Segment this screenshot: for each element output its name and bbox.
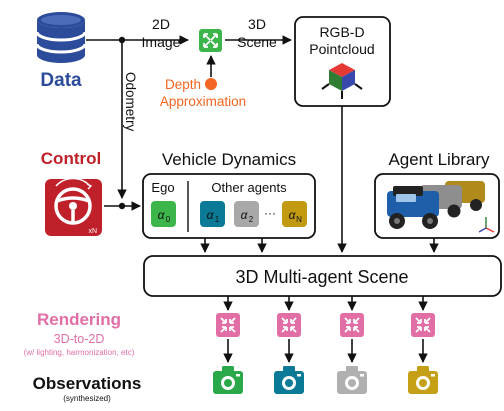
image-label-2d: 2D	[152, 16, 170, 32]
agent-token-1: α 1	[200, 201, 225, 227]
scene-box	[143, 255, 502, 297]
other-agents-label: Other agents	[211, 180, 287, 195]
green-transform-icon	[199, 29, 222, 52]
depth-label: Depth	[165, 77, 201, 92]
observations-subtitle: (synthesized)	[63, 394, 111, 403]
agent-token-2: α 2	[234, 201, 259, 227]
camera-icon	[408, 366, 438, 394]
approximation-label: Approximation	[160, 94, 246, 109]
ego-token-symbol: α	[158, 208, 166, 222]
render-transform-icon	[216, 313, 240, 337]
agent-library-title: Agent Library	[388, 150, 490, 169]
ego-token: α 0	[151, 201, 176, 227]
agent-token-sub: 2	[249, 215, 254, 224]
agent-ellipsis: ···	[264, 206, 276, 220]
vehicle-dynamics-box	[142, 173, 316, 239]
render-transform-icon	[340, 313, 364, 337]
rendering-note: (w/ lighting, harmonization, etc)	[24, 348, 135, 357]
pointcloud-label-rgbd: RGB-D	[319, 24, 364, 40]
observations-title: Observations	[33, 374, 142, 393]
depth-dot-icon	[205, 78, 217, 90]
pointcloud-label: Pointcloud	[309, 41, 374, 57]
rendering-title: Rendering	[37, 310, 121, 329]
jeep-icon	[387, 181, 485, 229]
ego-label: Ego	[151, 180, 174, 195]
agent-token-symbol: α	[207, 208, 215, 222]
scene-label-scene: Scene	[237, 34, 277, 50]
rendering-subtitle: 3D-to-2D	[54, 332, 105, 346]
agent-token-n: α N	[282, 201, 307, 227]
render-transform-icon	[277, 313, 301, 337]
scene-label-3d: 3D	[248, 16, 266, 32]
camera-icon	[213, 366, 243, 394]
agent-token-symbol: α	[241, 208, 249, 222]
control-junction	[118, 202, 126, 210]
image-label-image: Image	[142, 34, 181, 50]
axes-icon	[478, 217, 495, 233]
scene-label: 3D Multi-agent Scene	[235, 267, 408, 287]
database-icon	[35, 12, 87, 63]
cube-icon	[321, 63, 363, 99]
control-badge: xN	[88, 228, 97, 235]
camera-icon	[337, 366, 367, 394]
camera-icon	[274, 366, 304, 394]
agent-token-sub: N	[296, 215, 302, 224]
control-label: Control	[41, 149, 101, 168]
agent-token-sub: 1	[215, 215, 220, 224]
odometry-label: Odometry	[123, 72, 138, 132]
vehicle-dynamics-title: Vehicle Dynamics	[162, 150, 296, 169]
ego-token-sub: 0	[166, 215, 171, 224]
agent-token-symbol: α	[289, 208, 297, 222]
data-label: Data	[40, 70, 82, 91]
steering-wheel-icon	[45, 177, 102, 236]
render-transform-icon	[411, 313, 435, 337]
